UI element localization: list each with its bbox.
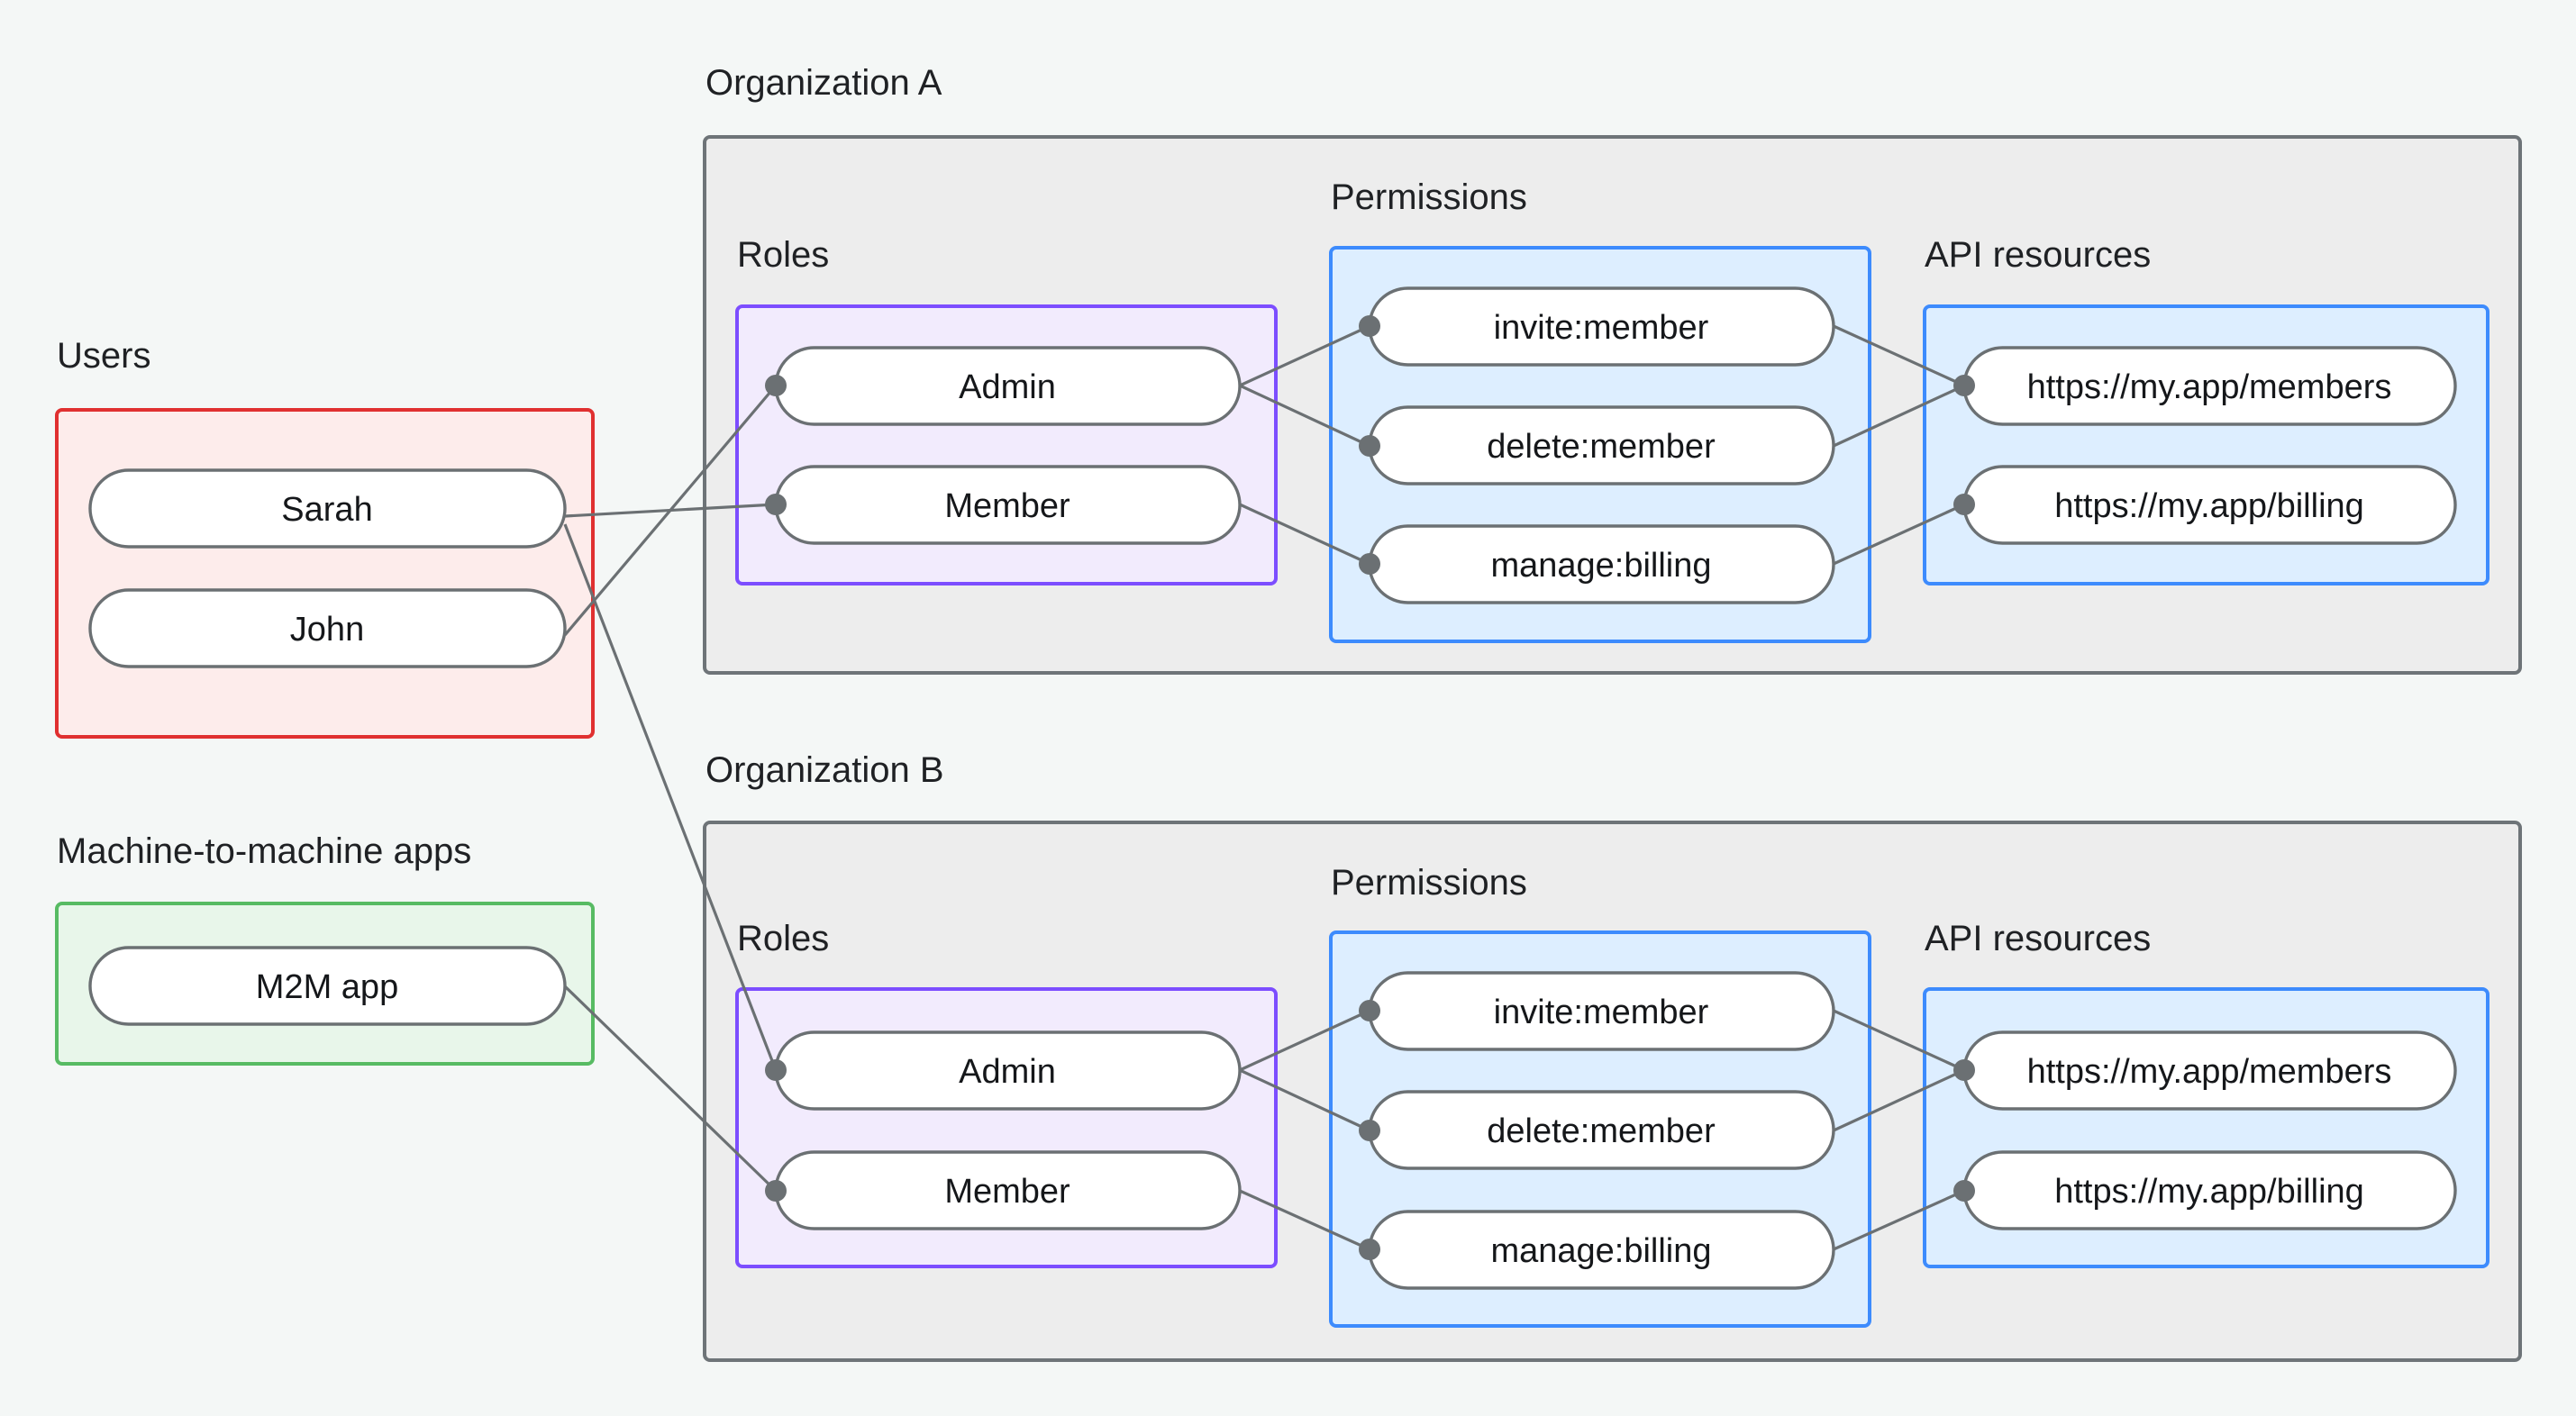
dot-org-a-member-in xyxy=(765,494,787,515)
org-a-permissions-title: Permissions xyxy=(1331,177,1527,217)
edge-b-admin-to-invite xyxy=(1239,1009,1370,1072)
dot-org-a-resource-members-in xyxy=(1953,375,1975,396)
dot-org-b-resource-billing-in xyxy=(1953,1180,1975,1202)
org-b-api-title: API resources xyxy=(1925,919,2151,958)
edge-b-member-to-billing xyxy=(1239,1189,1370,1251)
node-org-b-manage-billing-label: manage:billing xyxy=(1490,1232,1711,1270)
org-a-title: Organization A xyxy=(705,63,942,103)
node-org-b-resource-billing[interactable]: https://my.app/billing xyxy=(1962,1150,2457,1230)
node-org-b-admin[interactable]: Admin xyxy=(774,1030,1242,1111)
node-org-b-resource-members-label: https://my.app/members xyxy=(2027,1053,2392,1091)
node-org-a-resource-members[interactable]: https://my.app/members xyxy=(1962,346,2457,426)
dot-org-b-invite-in xyxy=(1359,1000,1380,1021)
edge-sarah-to-org-b-admin xyxy=(563,523,778,1071)
edge-john-to-org-a-admin xyxy=(563,384,778,637)
node-john-label: John xyxy=(290,611,364,649)
node-org-b-admin-label: Admin xyxy=(959,1053,1056,1091)
node-org-a-member[interactable]: Member xyxy=(774,465,1242,545)
node-sarah-label: Sarah xyxy=(281,491,372,529)
users-title: Users xyxy=(57,336,150,376)
node-sarah[interactable]: Sarah xyxy=(88,468,567,549)
node-m2m-app[interactable]: M2M app xyxy=(88,946,567,1026)
dot-org-b-delete-in xyxy=(1359,1120,1380,1141)
dot-org-b-billing-in xyxy=(1359,1239,1380,1260)
edge-a-delete-to-members xyxy=(1833,384,1965,448)
edge-a-invite-to-members xyxy=(1833,324,1965,387)
edge-m2m-to-org-b-member xyxy=(563,985,778,1193)
dot-org-b-resource-members-in xyxy=(1953,1059,1975,1081)
node-org-b-manage-billing[interactable]: manage:billing xyxy=(1368,1210,1835,1290)
connection-dot-layer xyxy=(765,315,1975,1260)
node-org-a-manage-billing-label: manage:billing xyxy=(1490,547,1711,585)
edge-a-admin-to-delete xyxy=(1239,384,1370,448)
edge-b-delete-to-members xyxy=(1833,1068,1965,1132)
node-org-b-invite-member-label: invite:member xyxy=(1494,994,1709,1031)
dot-org-a-resource-billing-in xyxy=(1953,494,1975,515)
node-org-a-admin-label: Admin xyxy=(959,368,1056,406)
node-org-a-delete-member-label: delete:member xyxy=(1487,428,1716,466)
edge-b-invite-to-members xyxy=(1833,1009,1965,1072)
users-box xyxy=(55,408,595,739)
edge-b-billing-to-billing xyxy=(1833,1189,1965,1251)
dot-org-a-invite-in xyxy=(1359,315,1380,337)
node-john[interactable]: John xyxy=(88,588,567,668)
org-a-api-title: API resources xyxy=(1925,235,2151,275)
node-org-b-member-label: Member xyxy=(944,1173,1070,1211)
dot-org-b-admin-in xyxy=(765,1059,787,1081)
edge-a-billing-to-billing xyxy=(1833,503,1965,566)
node-org-a-member-label: Member xyxy=(944,487,1070,525)
node-org-a-delete-member[interactable]: delete:member xyxy=(1368,405,1835,486)
node-org-a-resource-billing-label: https://my.app/billing xyxy=(2054,487,2364,525)
node-org-a-admin[interactable]: Admin xyxy=(774,346,1242,426)
node-org-b-delete-member-label: delete:member xyxy=(1487,1112,1716,1150)
node-org-b-invite-member[interactable]: invite:member xyxy=(1368,971,1835,1051)
m2m-title: Machine-to-machine apps xyxy=(57,831,471,871)
node-org-b-member[interactable]: Member xyxy=(774,1150,1242,1230)
org-b-roles-title: Roles xyxy=(737,919,829,958)
dot-org-a-admin-in xyxy=(765,375,787,396)
node-org-a-invite-member[interactable]: invite:member xyxy=(1368,286,1835,367)
node-m2m-app-label: M2M app xyxy=(256,968,398,1006)
node-org-a-invite-member-label: invite:member xyxy=(1494,309,1709,347)
node-org-b-resource-billing-label: https://my.app/billing xyxy=(2054,1173,2364,1211)
edge-layer xyxy=(563,324,1965,1251)
org-a-roles-title: Roles xyxy=(737,235,829,275)
dot-org-b-member-in xyxy=(765,1180,787,1202)
node-org-a-resource-members-label: https://my.app/members xyxy=(2027,368,2392,406)
edge-a-member-to-billing xyxy=(1239,503,1370,566)
edge-b-admin-to-delete xyxy=(1239,1068,1370,1132)
dot-org-a-billing-in xyxy=(1359,553,1380,575)
org-b-permissions-title: Permissions xyxy=(1331,863,1527,903)
node-org-a-manage-billing[interactable]: manage:billing xyxy=(1368,524,1835,604)
org-b-title: Organization B xyxy=(705,750,944,790)
edge-a-admin-to-invite xyxy=(1239,324,1370,387)
node-org-a-resource-billing[interactable]: https://my.app/billing xyxy=(1962,465,2457,545)
dot-org-a-delete-in xyxy=(1359,435,1380,457)
node-org-b-resource-members[interactable]: https://my.app/members xyxy=(1962,1030,2457,1111)
node-org-b-delete-member[interactable]: delete:member xyxy=(1368,1090,1835,1170)
